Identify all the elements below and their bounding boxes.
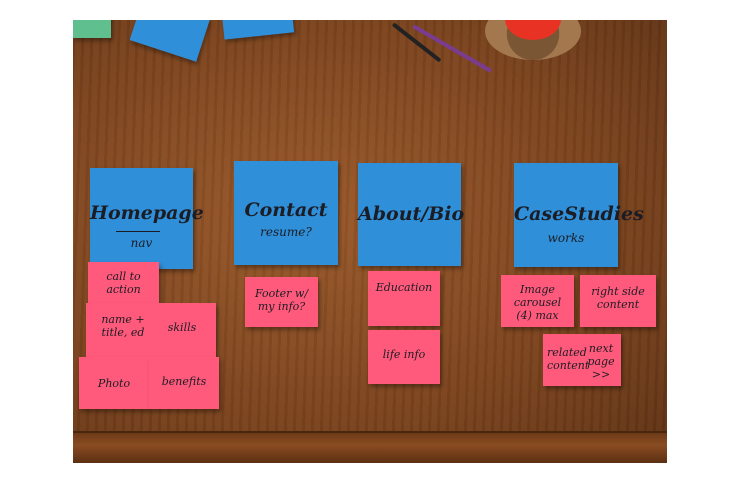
blue-note-scrap: [221, 20, 295, 40]
pink-note: Image carousel (4) max: [501, 275, 574, 327]
note-text: right side content: [591, 285, 645, 311]
table-edge: [73, 431, 667, 463]
pink-note: Education: [368, 271, 440, 326]
green-note-corner: [73, 20, 111, 38]
note-text: benefits: [161, 375, 207, 388]
note-text: life info: [382, 348, 426, 361]
note-text: Image carousel (4) max: [513, 283, 562, 322]
note-text: Photo: [97, 377, 131, 390]
note-subtitle: resume?: [260, 225, 312, 239]
blue-note-case-studies: CaseStudies works: [514, 163, 644, 267]
note-text: skills: [167, 321, 197, 334]
pink-note: name + title, ed skills: [86, 303, 216, 357]
blue-note-about: About/Bio: [358, 163, 465, 266]
pink-note: benefits: [149, 357, 219, 409]
pink-note: Photo: [79, 357, 149, 409]
note-text: related content: [547, 346, 590, 372]
underline: [116, 231, 160, 232]
blue-note-homepage: Homepage nav: [90, 168, 204, 269]
note-title: Homepage: [90, 202, 204, 224]
red-cup: [505, 20, 561, 40]
note-title: About/Bio: [358, 203, 465, 225]
note-title: CaseStudies: [514, 203, 644, 225]
note-text: Education: [375, 281, 433, 294]
note-text: Footer w/ my info?: [254, 287, 309, 313]
pink-note: life info: [368, 330, 440, 384]
pink-note: Footer w/ my info?: [245, 277, 318, 327]
note-text: name + title, ed: [101, 313, 145, 339]
blue-note-scrap: [129, 20, 211, 62]
blue-note-contact: Contact resume?: [234, 161, 338, 265]
note-subtitle: works: [547, 231, 585, 245]
note-subtitle: nav: [130, 236, 153, 250]
pink-note: related content next page >>: [543, 334, 621, 386]
note-title: Contact: [244, 199, 328, 221]
pink-note: right side content: [580, 275, 656, 327]
note-text: call to action: [106, 270, 141, 296]
wooden-table-photo: Homepage nav call to action name + title…: [73, 20, 667, 463]
note-text: next page >>: [587, 342, 615, 381]
